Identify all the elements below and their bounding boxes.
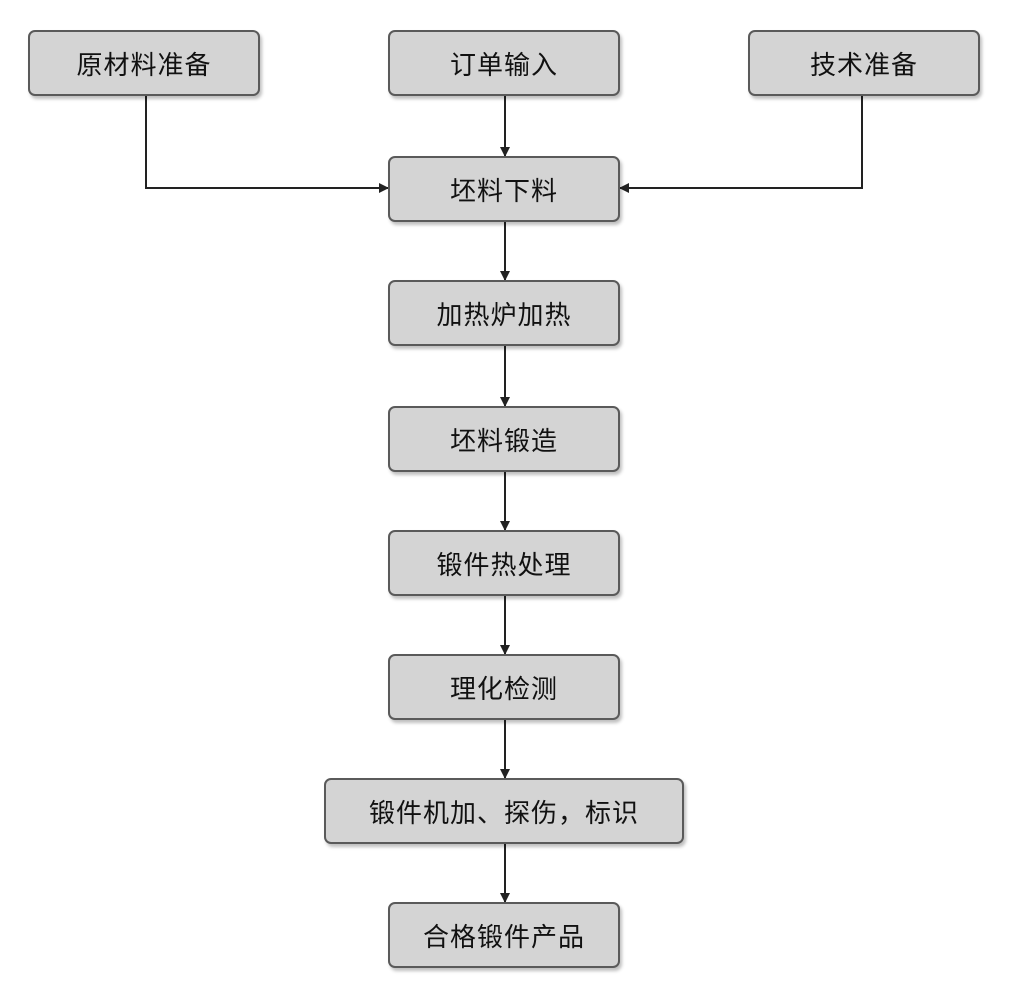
node-blank-forging-label: 坯料锻造 xyxy=(449,426,558,457)
node-inspection-label: 理化检测 xyxy=(449,674,558,705)
node-machining: 锻件机加、探伤，标识 xyxy=(324,778,684,844)
node-furnace-heating-label: 加热炉加热 xyxy=(436,300,572,331)
node-order-input: 订单输入 xyxy=(388,30,620,96)
node-heat-treatment: 锻件热处理 xyxy=(388,530,620,596)
node-order-input-label: 订单输入 xyxy=(449,50,558,81)
node-tech-prep: 技术准备 xyxy=(748,30,980,96)
node-heat-treatment-label: 锻件热处理 xyxy=(436,550,572,581)
node-product-label: 合格锻件产品 xyxy=(422,922,585,953)
arrow-tech-to-blank xyxy=(619,96,863,193)
node-blank-cutting-label: 坯料下料 xyxy=(449,176,558,207)
node-furnace-heating: 加热炉加热 xyxy=(388,280,620,346)
node-tech-prep-label: 技术准备 xyxy=(809,50,918,81)
node-machining-label: 锻件机加、探伤，标识 xyxy=(368,798,639,829)
node-inspection: 理化检测 xyxy=(388,654,620,720)
arrow-raw-to-blank xyxy=(145,96,389,193)
node-raw-material-label: 原材料准备 xyxy=(76,50,212,81)
node-blank-cutting: 坯料下料 xyxy=(388,156,620,222)
node-product: 合格锻件产品 xyxy=(388,902,620,968)
node-blank-forging: 坯料锻造 xyxy=(388,406,620,472)
node-raw-material: 原材料准备 xyxy=(28,30,260,96)
